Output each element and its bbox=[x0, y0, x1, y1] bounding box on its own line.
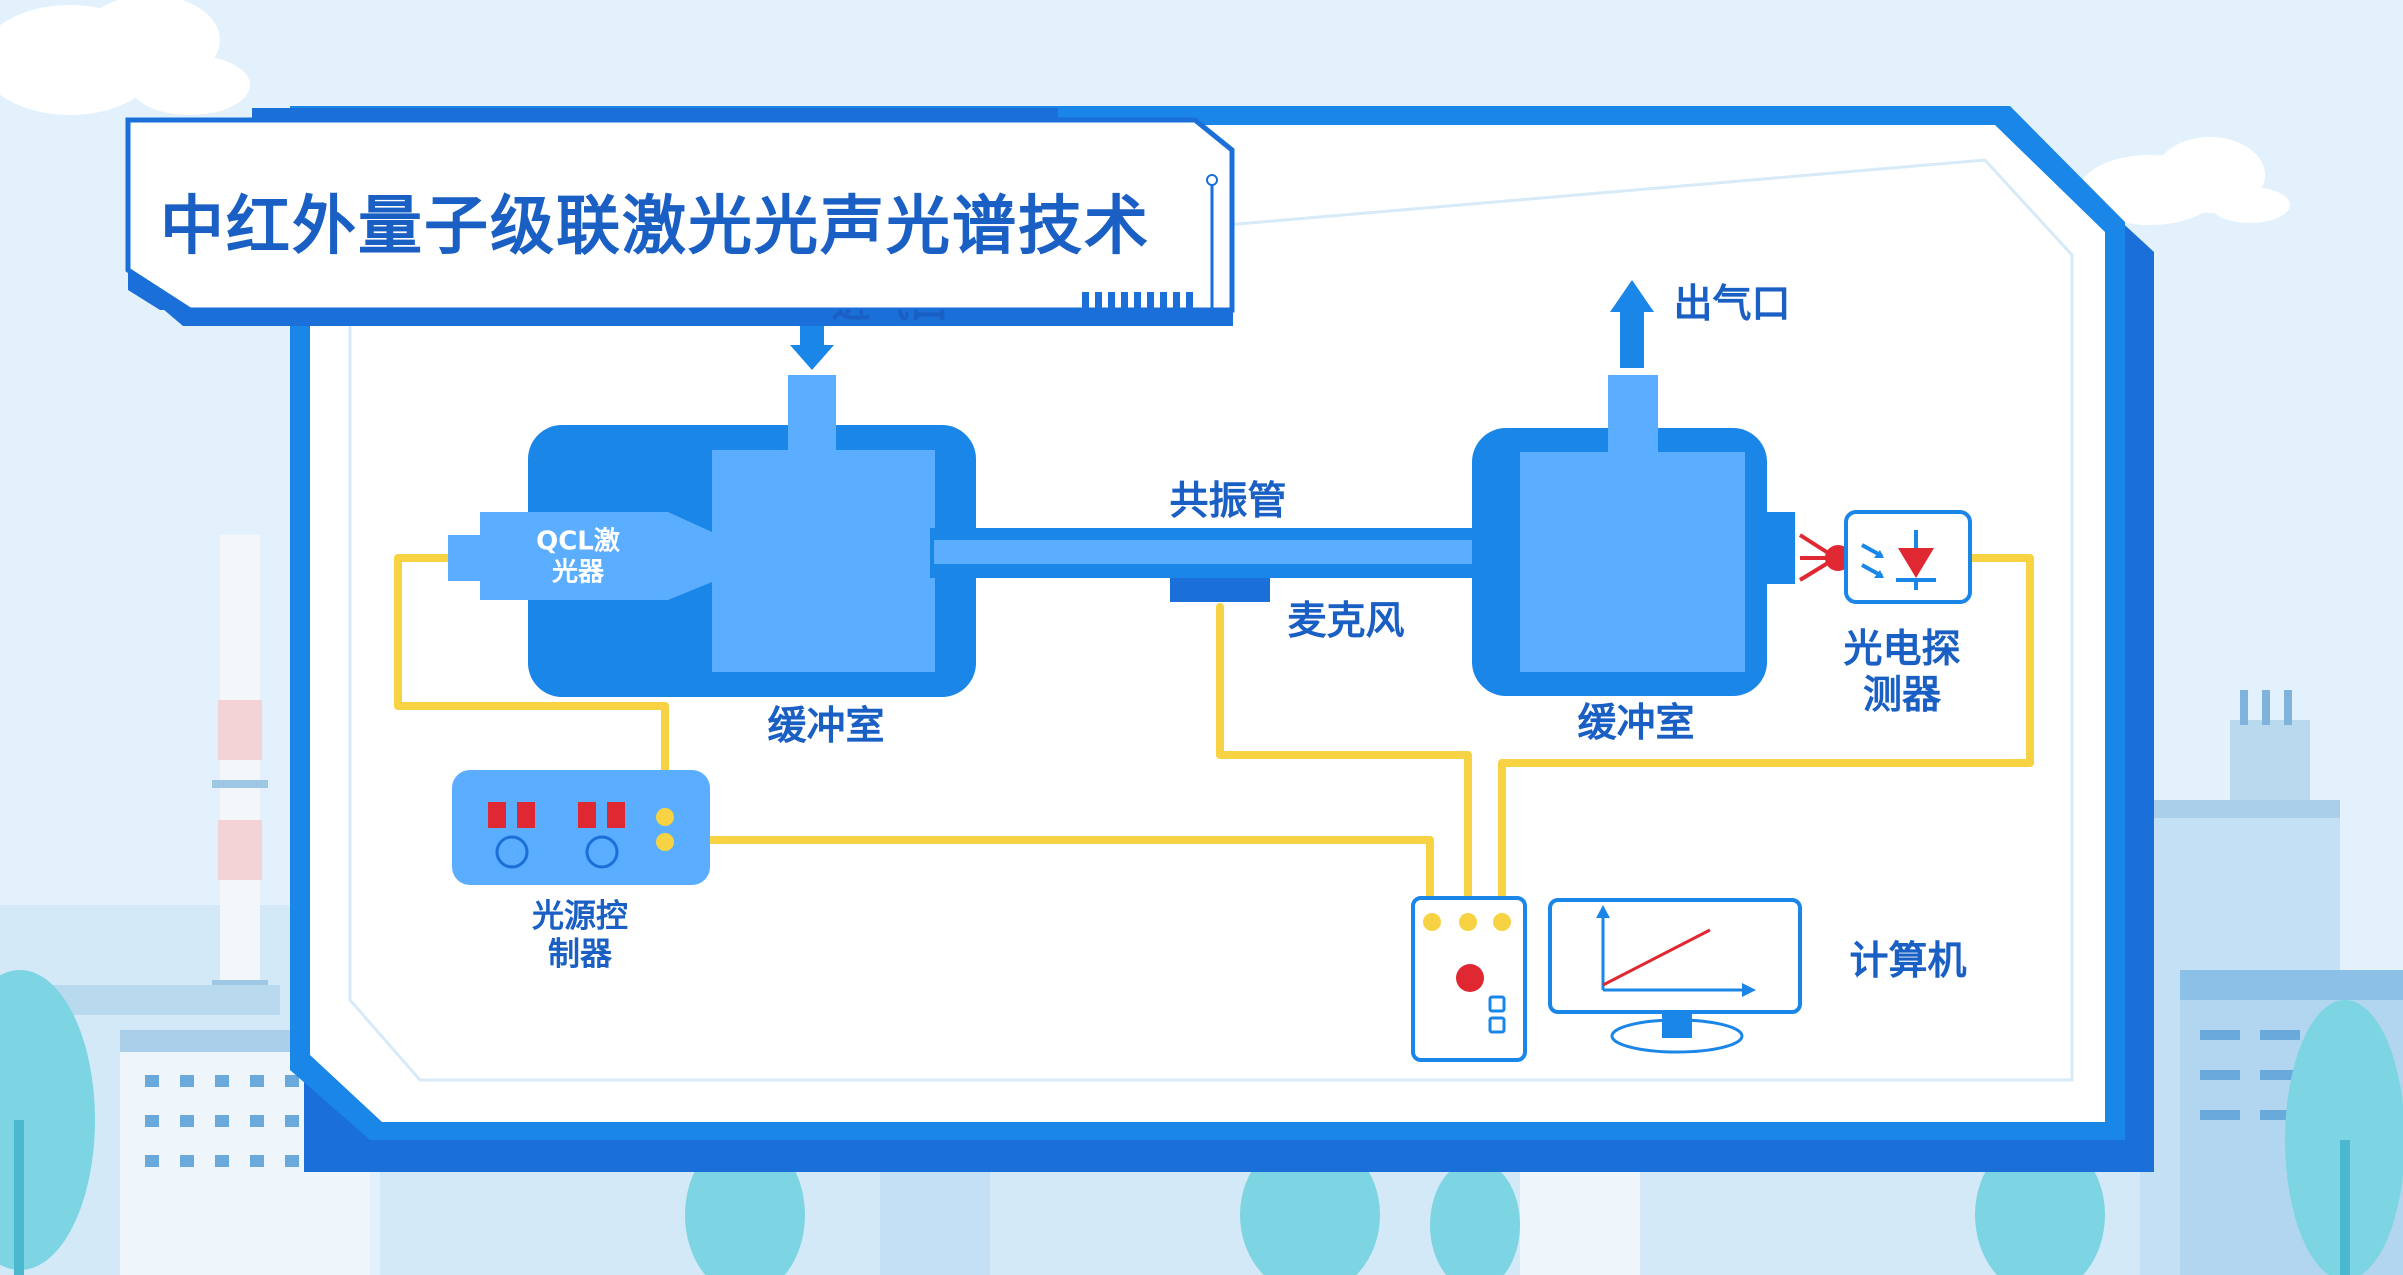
inlet-arrow-icon bbox=[790, 345, 834, 370]
outlet-label: 出气口 bbox=[1673, 281, 1791, 327]
qcl-laser bbox=[448, 512, 712, 600]
buffer-chamber-right-label: 缓冲室 bbox=[1577, 700, 1695, 746]
computer-monitor bbox=[1548, 898, 1802, 1054]
city-left bbox=[0, 535, 370, 1275]
wire-detector-to-daq bbox=[1498, 554, 2034, 924]
resonance-tube-label: 共振管 bbox=[1169, 478, 1287, 524]
outlet-arrow-icon bbox=[1610, 280, 1654, 312]
cloud-right bbox=[2080, 137, 2290, 225]
light-source-controller bbox=[452, 770, 710, 885]
cloud-left bbox=[0, 0, 250, 115]
wire-controller-to-daq bbox=[661, 836, 1434, 924]
wire-mic-to-daq bbox=[1216, 603, 1472, 924]
data-acquisition-box bbox=[1411, 896, 1527, 1062]
photodiode-icon bbox=[1861, 530, 1936, 590]
main-panel bbox=[290, 106, 2154, 1172]
title-banner bbox=[125, 108, 1235, 326]
page-title: 中红外量子级联激光光声光谱技术 bbox=[160, 190, 1150, 264]
wire-qcl-to-controller bbox=[394, 554, 669, 819]
signal-wires bbox=[394, 554, 2034, 924]
microphone-label: 麦克风 bbox=[1287, 598, 1405, 644]
computer-label: 计算机 bbox=[1849, 938, 1967, 984]
buffer-chamber-left-label: 缓冲室 bbox=[767, 703, 885, 749]
qcl-laser-label: QCL激 光器 bbox=[536, 526, 620, 587]
photodetector-label: 光电探 测器 bbox=[1843, 626, 1961, 718]
resonance-tube bbox=[930, 528, 1510, 602]
city-right bbox=[2140, 690, 2403, 1275]
buffer-chamber-right bbox=[1472, 280, 1795, 696]
microphone-sensor bbox=[1170, 578, 1270, 602]
inlet-label: 进气口 bbox=[831, 310, 948, 328]
controller-label: 光源控 制器 bbox=[531, 896, 629, 972]
photodetector bbox=[1798, 510, 1972, 604]
